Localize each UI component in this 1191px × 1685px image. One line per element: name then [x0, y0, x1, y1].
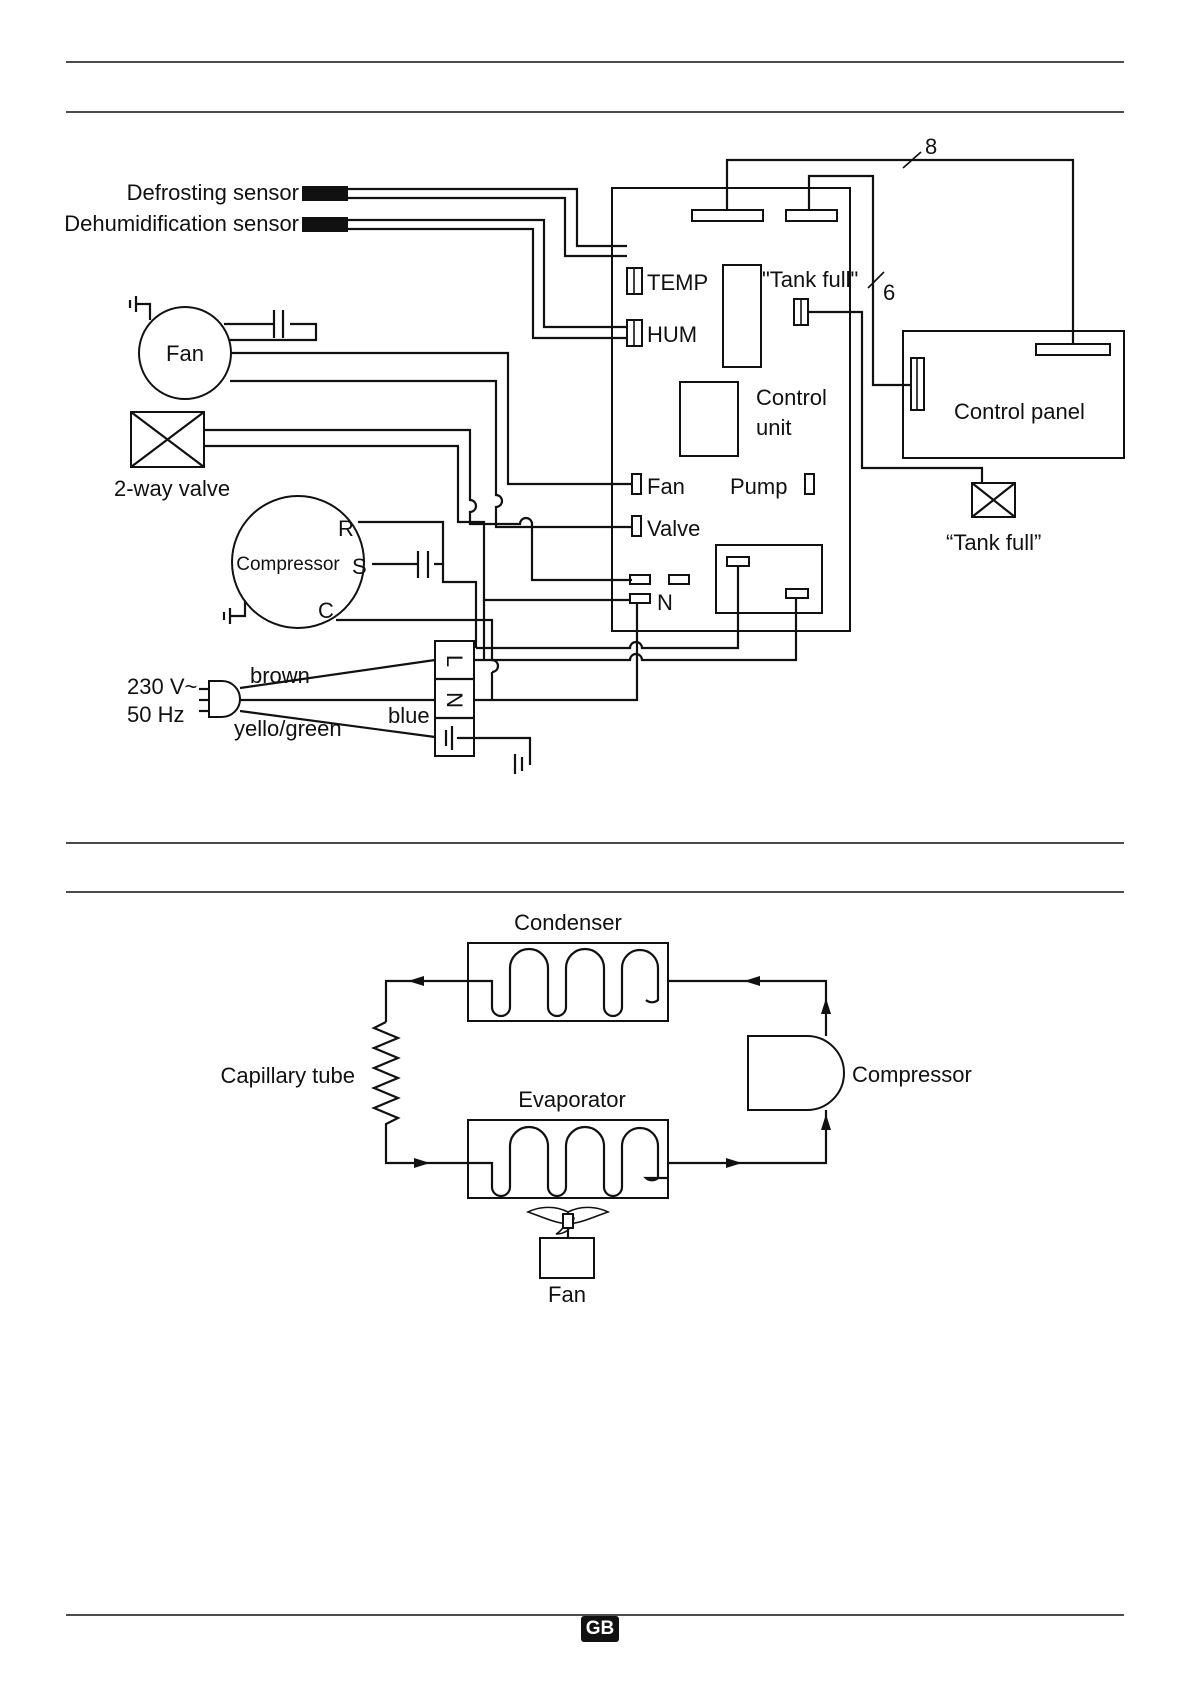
control-panel-connector-right	[1036, 344, 1110, 355]
board-n-label: N	[657, 590, 673, 615]
flow-arrow-3	[726, 1158, 742, 1168]
refrigeration-diagram: Condenser Evaporator Compressor Capillar…	[220, 910, 971, 1307]
board-connector-top-2	[786, 210, 837, 221]
control-unit-label-2: unit	[756, 415, 791, 440]
condenser-label: Condenser	[514, 910, 622, 935]
wire-count-8: 8	[925, 134, 937, 159]
flow-arrow-5	[408, 976, 424, 986]
capillary-tube	[374, 1022, 468, 1163]
flow-arrow-6	[414, 1158, 430, 1168]
defrosting-sensor-label: Defrosting sensor	[127, 180, 299, 205]
compressor-terminal-r: R	[338, 516, 354, 541]
language-badge: GB	[581, 1616, 619, 1642]
pump-label: Pump	[730, 474, 787, 499]
condenser	[468, 943, 668, 1021]
power-plug	[209, 681, 240, 717]
board-fan-label: Fan	[647, 474, 685, 499]
board-valve-label: Valve	[647, 516, 700, 541]
evaporator-fan	[528, 1207, 608, 1278]
temp-label: TEMP	[647, 270, 708, 295]
control-unit-block	[680, 382, 738, 456]
flow-arrow-2	[821, 998, 831, 1014]
yellow-green-wire-label: yello/green	[234, 716, 342, 741]
section-rules	[66, 62, 1124, 1615]
evaporator-label: Evaporator	[518, 1087, 626, 1112]
compressor-label: Compressor	[236, 554, 340, 575]
tank-full-switch-label: “Tank full”	[946, 530, 1041, 555]
n-terminal	[630, 594, 650, 603]
board-terminal-a	[630, 575, 650, 584]
terminal-l: L	[442, 655, 467, 667]
board-connector-top-1	[692, 210, 763, 221]
hum-label: HUM	[647, 322, 697, 347]
control-panel-label: Control panel	[954, 399, 1085, 424]
dehumidification-sensor	[302, 217, 348, 232]
evaporator	[468, 1120, 668, 1198]
fan-motor-label: Fan	[166, 341, 204, 366]
wiring-diagram: Control unit TEMP HUM Fan Valve N Pump "…	[64, 134, 1124, 774]
refrigeration-compressor-label: Compressor	[852, 1062, 972, 1087]
supply-frequency-label: 50 Hz	[127, 702, 184, 727]
board-terminal-b	[669, 575, 689, 584]
compressor-symbol	[748, 1036, 844, 1110]
compressor-terminal-s: S	[352, 554, 367, 579]
relay-block	[716, 545, 822, 613]
capillary-tube-label: Capillary tube	[220, 1063, 355, 1088]
blue-wire-label: blue	[388, 703, 430, 728]
supply-voltage-label: 230 V~	[127, 674, 197, 699]
control-unit-label-1: Control	[756, 385, 827, 410]
two-way-valve-label: 2-way valve	[114, 476, 230, 501]
fan-terminal	[632, 474, 641, 494]
evaporator-fan-label: Fan	[548, 1282, 586, 1307]
board-chip	[723, 265, 761, 367]
wire-count-6: 6	[883, 280, 895, 305]
valve-terminal	[632, 516, 641, 536]
relay-contact-1	[727, 557, 749, 566]
relay-contact-2	[786, 589, 808, 598]
board-tank-full-label: "Tank full"	[762, 267, 858, 292]
flow-arrow-1	[744, 976, 760, 986]
compressor-terminal-c: C	[318, 598, 334, 623]
pump-terminal	[805, 474, 814, 494]
terminal-n: N	[442, 692, 467, 708]
dehumidification-sensor-label: Dehumidification sensor	[64, 211, 299, 236]
flow-arrow-4	[821, 1114, 831, 1130]
defrosting-sensor	[302, 186, 348, 201]
